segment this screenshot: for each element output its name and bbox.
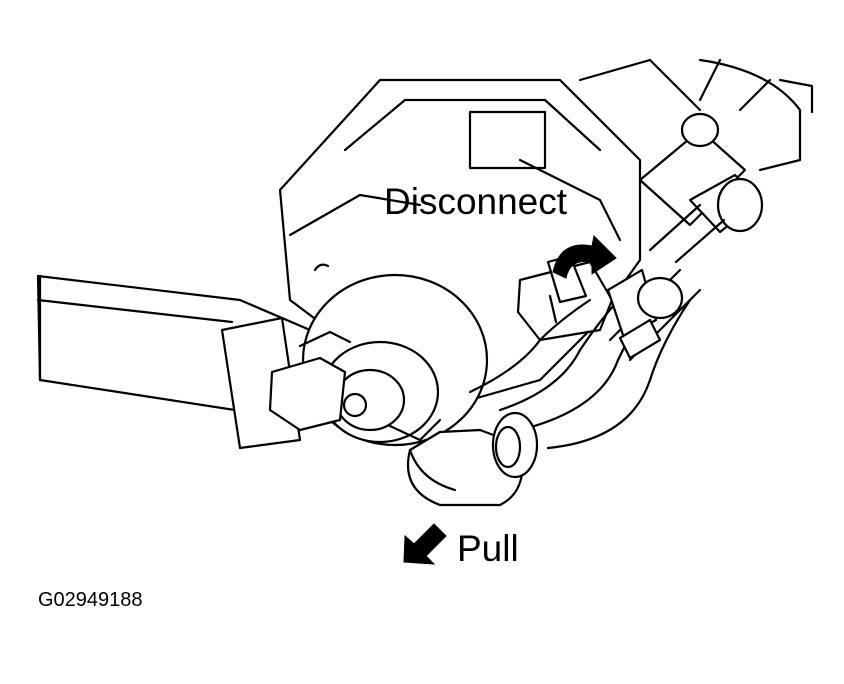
arrow-down-left-icon <box>403 523 447 565</box>
disconnect-callout: Disconnect <box>384 181 568 222</box>
motor-end-cap <box>268 273 489 447</box>
hose-elbow <box>406 411 539 507</box>
figure-code: G02949188 <box>38 589 143 611</box>
upper-tube <box>636 58 772 320</box>
hoses <box>468 268 702 450</box>
pull-callout: Pull <box>457 528 519 569</box>
frame-member <box>36 274 312 450</box>
curved-arrow-icon <box>552 234 617 279</box>
